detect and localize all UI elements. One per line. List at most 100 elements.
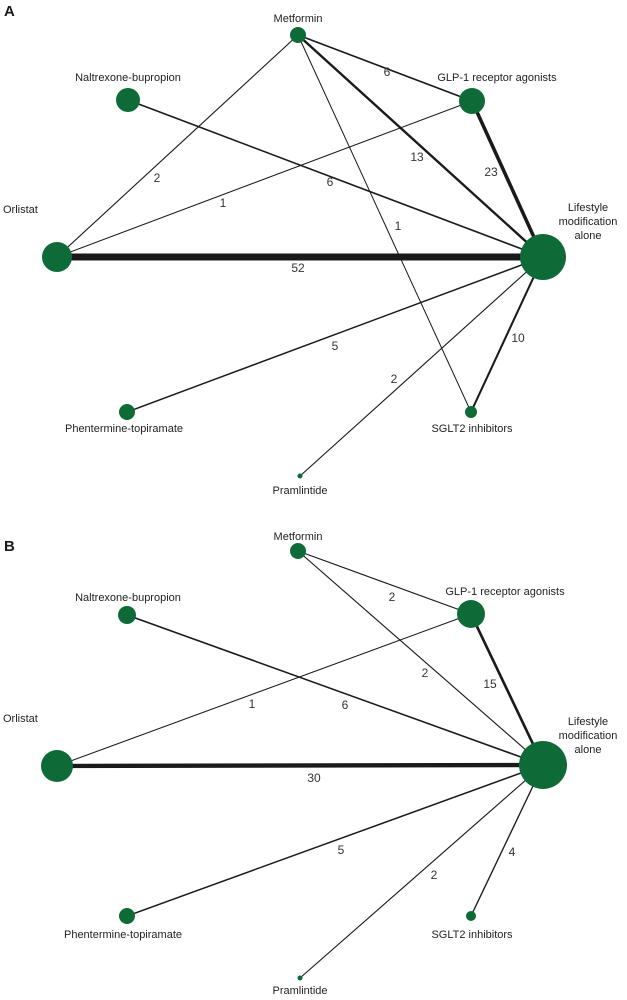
- node-glp1: [459, 88, 485, 114]
- node-label-line: modification: [559, 730, 618, 742]
- node-metformin: [290, 543, 306, 559]
- node-phentermine: [119, 404, 135, 420]
- node-label-line: Pramlintide: [272, 985, 327, 997]
- node-label-pramlintide: Pramlintide: [272, 485, 327, 497]
- edge-label-metformin-orlistat: 2: [154, 171, 161, 185]
- node-label-naltrexone: Naltrexone-bupropion: [75, 592, 181, 604]
- edge-label-sglt2-lifestyle: 4: [509, 845, 516, 859]
- panel-a: A613212316525210MetforminNaltrexone-bupr…: [3, 3, 617, 497]
- edge-phentermine-lifestyle: [126, 256, 544, 413]
- edge-phentermine-lifestyle: [126, 764, 544, 917]
- edge-label-naltrexone-lifestyle: 6: [327, 175, 334, 189]
- edge-label-metformin-sglt2: 1: [395, 219, 402, 233]
- node-label-line: Naltrexone-bupropion: [75, 592, 181, 604]
- node-lifestyle: [520, 234, 566, 280]
- edge-glp1-orlistat: [56, 613, 472, 767]
- edge-label-metformin-lifestyle: 13: [410, 150, 424, 164]
- edges-a: [56, 34, 545, 477]
- edge-metformin-sglt2: [297, 34, 472, 413]
- edge-label-pramlintide-lifestyle: 2: [431, 868, 438, 882]
- node-label-sglt2: SGLT2 inhibitors: [431, 423, 513, 435]
- node-label-line: Orlistat: [3, 713, 38, 725]
- node-pramlintide: [297, 473, 303, 479]
- node-glp1: [457, 600, 485, 628]
- edge-label-metformin-glp1: 6: [384, 65, 391, 79]
- node-lifestyle: [519, 741, 567, 789]
- node-label-line: Lifestyle: [568, 716, 608, 728]
- edge-label-pramlintide-lifestyle: 2: [391, 372, 398, 386]
- node-label-pramlintide: Pramlintide: [272, 985, 327, 997]
- node-label-line: Phentermine-topiramate: [65, 423, 183, 435]
- node-metformin: [290, 27, 306, 43]
- node-sglt2: [465, 406, 477, 418]
- node-label-orlistat: Orlistat: [3, 713, 38, 725]
- edge-label-metformin-lifestyle: 2: [422, 666, 429, 680]
- edge-label-orlistat-lifestyle: 30: [307, 771, 321, 785]
- node-label-glp1: GLP-1 receptor agonists: [445, 586, 565, 598]
- edge-label-orlistat-lifestyle: 52: [291, 261, 305, 275]
- node-label-sglt2: SGLT2 inhibitors: [431, 929, 513, 941]
- node-label-phentermine: Phentermine-topiramate: [65, 423, 183, 435]
- edge-label-naltrexone-lifestyle: 6: [342, 698, 349, 712]
- edge-label-glp1-orlistat: 1: [220, 196, 227, 210]
- panel-label-a: A: [4, 3, 15, 20]
- node-label-line: alone: [575, 230, 602, 242]
- node-label-line: modification: [559, 216, 618, 228]
- edge-metformin-lifestyle: [297, 34, 544, 258]
- node-label-line: SGLT2 inhibitors: [431, 423, 513, 435]
- edge-orlistat-lifestyle: [56, 762, 544, 769]
- edge-label-glp1-orlistat: 1: [249, 697, 256, 711]
- edge-sglt2-lifestyle: [470, 256, 544, 413]
- node-pramlintide: [297, 975, 303, 981]
- node-label-lifestyle: Lifestyle modification alone: [559, 716, 618, 756]
- node-label-line: Phentermine-topiramate: [64, 929, 182, 941]
- node-naltrexone: [116, 88, 140, 112]
- node-label-line: Lifestyle: [568, 202, 608, 214]
- node-label-line: Metformin: [274, 531, 323, 543]
- node-label-line: GLP-1 receptor agonists: [437, 72, 557, 84]
- node-label-line: alone: [575, 744, 602, 756]
- edge-label-glp1-lifestyle: 15: [483, 677, 497, 691]
- edge-metformin-orlistat: [56, 34, 299, 258]
- node-label-phentermine: Phentermine-topiramate: [64, 929, 182, 941]
- node-phentermine: [119, 908, 135, 924]
- node-label-line: Naltrexone-bupropion: [75, 72, 181, 84]
- edge-glp1-orlistat: [56, 100, 473, 258]
- nodes-b: [41, 543, 567, 981]
- edge-naltrexone-lifestyle: [126, 614, 544, 766]
- edge-sglt2-lifestyle: [470, 764, 544, 917]
- edge-label-phentermine-lifestyle: 5: [332, 339, 339, 353]
- edge-naltrexone-lifestyle: [127, 99, 544, 258]
- node-label-line: SGLT2 inhibitors: [431, 929, 513, 941]
- edge-label-glp1-lifestyle: 23: [484, 165, 498, 179]
- node-sglt2: [466, 911, 476, 921]
- labels-a: 613212316525210MetforminNaltrexone-bupro…: [3, 13, 617, 497]
- edge-pramlintide-lifestyle: [299, 764, 544, 979]
- node-label-orlistat: Orlistat: [3, 204, 38, 216]
- edge-metformin-glp1: [297, 34, 473, 102]
- node-label-line: GLP-1 receptor agonists: [445, 586, 565, 598]
- edge-glp1-lifestyle: [469, 613, 545, 766]
- node-naltrexone: [118, 606, 136, 624]
- node-label-line: Orlistat: [3, 204, 38, 216]
- nodes-a: [42, 27, 566, 479]
- node-label-metformin: Metformin: [274, 531, 323, 543]
- node-orlistat: [42, 242, 72, 272]
- node-orlistat: [41, 750, 73, 782]
- edge-metformin-glp1: [297, 550, 472, 615]
- node-label-line: Pramlintide: [272, 485, 327, 497]
- node-label-glp1: GLP-1 receptor agonists: [437, 72, 557, 84]
- edge-label-phentermine-lifestyle: 5: [338, 843, 345, 857]
- edges-b: [56, 550, 545, 979]
- node-label-metformin: Metformin: [274, 13, 323, 25]
- edge-label-sglt2-lifestyle: 10: [511, 331, 525, 345]
- edge-metformin-lifestyle: [297, 550, 544, 766]
- edge-pramlintide-lifestyle: [299, 256, 544, 477]
- node-label-naltrexone: Naltrexone-bupropion: [75, 72, 181, 84]
- node-label-line: Metformin: [274, 13, 323, 25]
- panel-label-b: B: [4, 538, 15, 555]
- node-label-lifestyle: Lifestyle modification alone: [559, 202, 618, 242]
